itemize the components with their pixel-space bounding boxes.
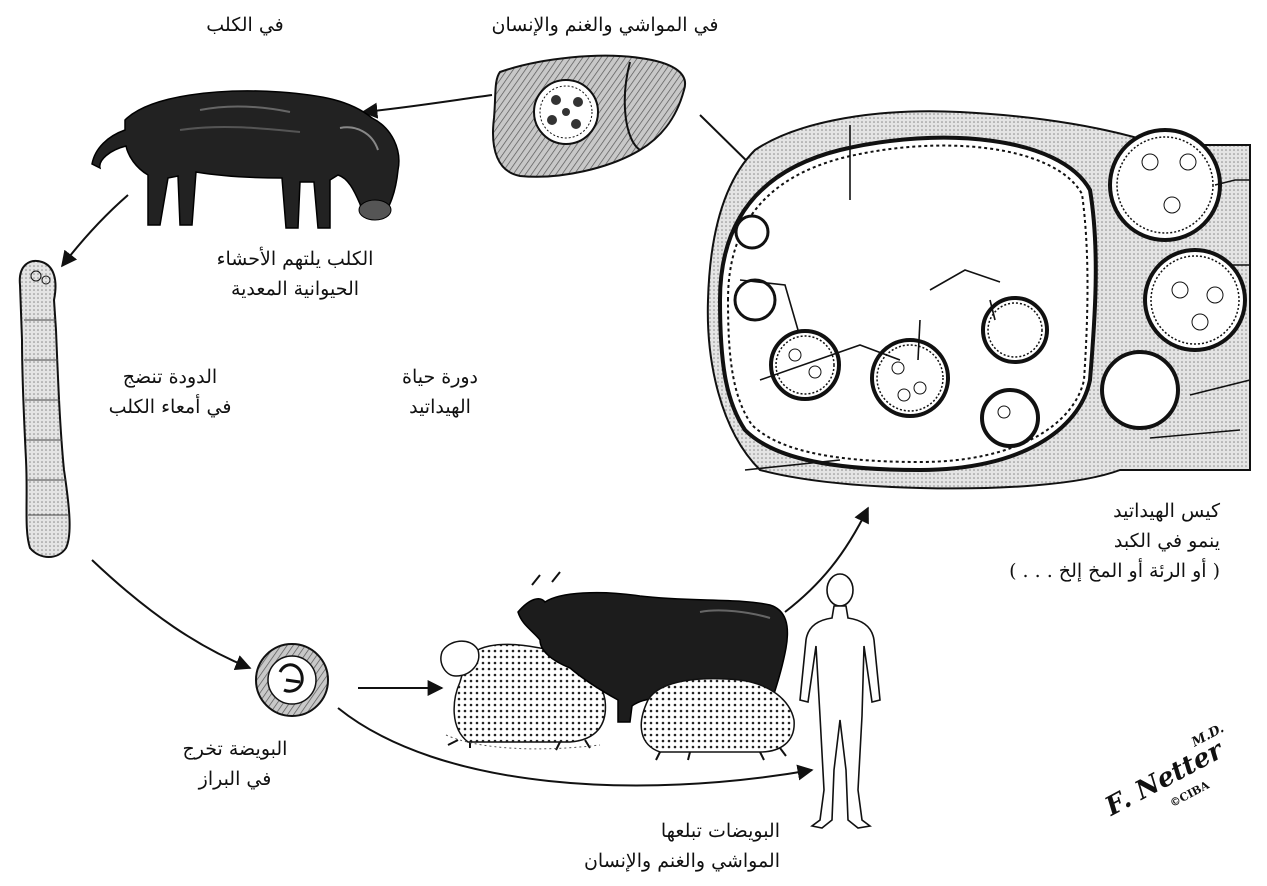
egg-icon <box>256 644 328 716</box>
label-dog-stage-text: في الكلب <box>180 10 310 40</box>
liver-icon <box>493 56 685 177</box>
label-cyst-grows-line3: ( أو الرئة أو المخ إلخ . . . ) <box>900 556 1220 586</box>
label-life-cycle: دورة حياة الهيداتيد <box>365 362 515 422</box>
label-cyst-grows-line1: كيس الهيداتيد <box>900 496 1220 526</box>
label-egg-exits: البويضة تخرج في البراز <box>150 734 320 794</box>
label-dog-stage: في الكلب <box>180 10 310 40</box>
label-worm-matures-line2: في أمعاء الكلب <box>85 392 255 422</box>
label-worm-matures: الدودة تنضج في أمعاء الكلب <box>85 362 255 422</box>
tapeworm-icon <box>20 261 70 557</box>
label-eggs-swallowed-line2: المواشي والغنم والإنسان <box>540 846 780 876</box>
label-dog-eats-viscera-line2: الحيوانية المعدية <box>190 274 400 304</box>
arrow-dog-to-worm <box>62 195 128 266</box>
label-intermediate-hosts-text: في المواشي والغنم والإنسان <box>445 10 765 40</box>
label-life-cycle-line1: دورة حياة <box>365 362 515 392</box>
label-egg-exits-line1: البويضة تخرج <box>150 734 320 764</box>
man-icon <box>800 574 880 828</box>
label-eggs-swallowed-line1: البويضات تبلعها <box>540 816 780 846</box>
label-eggs-swallowed: البويضات تبلعها المواشي والغنم والإنسان <box>540 816 780 876</box>
label-cyst-grows-line2: ينمو في الكبد <box>900 526 1220 556</box>
arrow-cow-to-cyst <box>785 508 868 612</box>
label-intermediate-hosts: في المواشي والغنم والإنسان <box>445 10 765 40</box>
label-cyst-grows: كيس الهيداتيد ينمو في الكبد ( أو الرئة أ… <box>900 496 1220 586</box>
arrow-liver-to-dog <box>363 95 492 112</box>
label-life-cycle-line2: الهيداتيد <box>365 392 515 422</box>
arrow-worm-to-egg <box>92 560 250 668</box>
label-worm-matures-line1: الدودة تنضج <box>85 362 255 392</box>
hydatid-cyst-icon <box>708 111 1250 488</box>
label-egg-exits-line2: في البراز <box>150 764 320 794</box>
label-dog-eats-viscera: الكلب يلتهم الأحشاء الحيوانية المعدية <box>190 244 400 304</box>
dog-icon <box>92 91 399 228</box>
pig-icon <box>641 679 794 760</box>
label-dog-eats-viscera-line1: الكلب يلتهم الأحشاء <box>190 244 400 274</box>
